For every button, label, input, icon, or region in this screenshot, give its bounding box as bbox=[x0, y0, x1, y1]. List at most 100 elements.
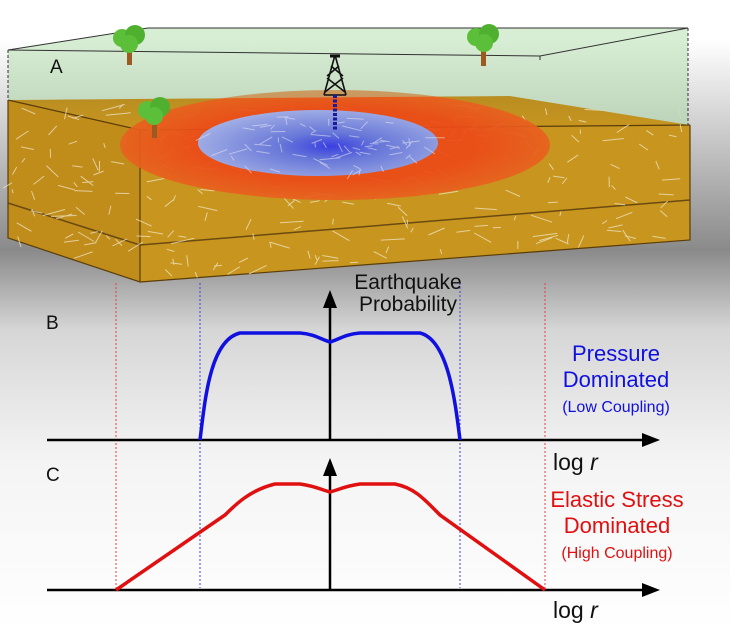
fracture-line bbox=[230, 155, 235, 161]
fracture-line bbox=[552, 175, 565, 179]
fracture-line bbox=[211, 149, 228, 157]
fracture-line bbox=[361, 140, 365, 146]
fracture-line bbox=[283, 116, 296, 120]
fracture-line bbox=[17, 236, 22, 248]
fracture-line bbox=[424, 146, 436, 155]
fracture-line bbox=[72, 165, 83, 168]
fracture-line bbox=[409, 156, 418, 164]
fracture-line bbox=[254, 143, 272, 147]
fracture-line bbox=[270, 124, 275, 130]
fracture-line bbox=[611, 185, 616, 191]
fracture-line bbox=[360, 121, 368, 130]
fracture-line bbox=[355, 151, 361, 156]
fracture-line bbox=[73, 181, 78, 188]
fracture-line bbox=[660, 200, 668, 209]
fracture-line bbox=[322, 260, 339, 262]
fracture-line bbox=[309, 126, 316, 132]
fracture-line bbox=[335, 151, 353, 159]
fracture-line bbox=[539, 234, 559, 242]
fracture-line bbox=[135, 218, 153, 227]
elastic-stress-curve bbox=[115, 482, 547, 592]
fracture-line bbox=[74, 190, 93, 192]
fracture-line bbox=[405, 154, 411, 159]
fracture-line bbox=[227, 266, 240, 275]
y-axis-label-line2: Probability bbox=[359, 293, 458, 316]
fracture-line bbox=[64, 107, 68, 120]
fracture-line bbox=[606, 229, 622, 232]
fracture-line bbox=[136, 235, 151, 238]
fracture-line bbox=[314, 255, 318, 261]
fracture-line bbox=[281, 136, 294, 143]
fracture-line bbox=[658, 193, 674, 196]
fracture-line bbox=[402, 140, 420, 144]
fracture-line bbox=[94, 230, 103, 244]
fracture-line bbox=[410, 227, 414, 233]
fracture-line bbox=[373, 251, 388, 259]
fracture-line bbox=[63, 239, 79, 243]
fracture-line bbox=[299, 123, 306, 127]
fracture-line bbox=[342, 125, 362, 132]
fracture-line bbox=[103, 143, 106, 149]
fracture-line bbox=[46, 165, 59, 178]
fracture-line bbox=[252, 233, 255, 240]
x-axis-b-arrow bbox=[642, 433, 660, 447]
fracture-line bbox=[532, 232, 558, 238]
fracture-line bbox=[548, 163, 554, 170]
x-axis-b-var: r bbox=[590, 449, 599, 475]
fracture-line bbox=[474, 207, 497, 211]
fracture-line bbox=[21, 146, 34, 150]
fracture-line bbox=[164, 198, 175, 208]
fracture-line bbox=[146, 195, 152, 201]
fracture-line bbox=[352, 147, 361, 151]
fracture-line bbox=[367, 147, 377, 151]
fracture-line bbox=[386, 144, 401, 149]
fracture-line bbox=[349, 135, 360, 138]
fracture-line bbox=[292, 198, 301, 204]
fracture-line bbox=[332, 230, 350, 242]
fracture-line bbox=[655, 160, 660, 170]
fracture-line bbox=[68, 140, 78, 145]
fracture-line bbox=[646, 129, 654, 136]
panel-a-block-diagram: A bbox=[2, 24, 691, 283]
ground-side-face bbox=[8, 100, 140, 282]
fracture-line bbox=[238, 257, 249, 264]
fracture-line bbox=[112, 238, 128, 247]
fracture-line bbox=[245, 218, 252, 230]
fracture-line bbox=[200, 189, 215, 192]
fracture-line bbox=[105, 112, 131, 116]
fracture-line bbox=[166, 248, 175, 252]
fracture-line bbox=[332, 218, 334, 225]
fracture-line bbox=[659, 210, 668, 218]
fracture-line bbox=[248, 264, 267, 275]
fracture-line bbox=[16, 222, 32, 232]
fracture-line bbox=[578, 119, 587, 123]
fracture-line bbox=[164, 269, 173, 277]
fracture-line bbox=[178, 235, 187, 238]
fracture-line bbox=[204, 212, 208, 221]
fracture-line bbox=[638, 143, 649, 151]
fracture-line bbox=[679, 124, 683, 133]
fracture-line bbox=[50, 215, 77, 217]
pressure-zone bbox=[198, 110, 438, 176]
fracture-line bbox=[42, 209, 66, 217]
fracture-line bbox=[439, 249, 443, 254]
fracture-line bbox=[567, 154, 579, 163]
fracture-line bbox=[197, 189, 203, 195]
fracture-line bbox=[90, 231, 98, 234]
fracture-line bbox=[547, 177, 551, 183]
fracture-line bbox=[584, 109, 610, 112]
fracture-line bbox=[55, 213, 73, 220]
y-axis-b-arrow bbox=[323, 290, 337, 308]
fracture-line bbox=[2, 182, 13, 189]
tree-icon bbox=[113, 25, 145, 65]
fracture-line bbox=[456, 229, 471, 233]
fracture-line bbox=[438, 190, 459, 195]
fracture-line bbox=[198, 205, 218, 212]
panel-c-label: C bbox=[46, 465, 60, 486]
fracture-line bbox=[337, 143, 343, 153]
panel-b-label: B bbox=[46, 313, 59, 334]
y-axis-label-line1: Earthquake bbox=[354, 271, 461, 294]
fracture-line bbox=[93, 170, 104, 176]
fracture-line bbox=[389, 152, 403, 156]
fracture-line bbox=[561, 177, 568, 185]
